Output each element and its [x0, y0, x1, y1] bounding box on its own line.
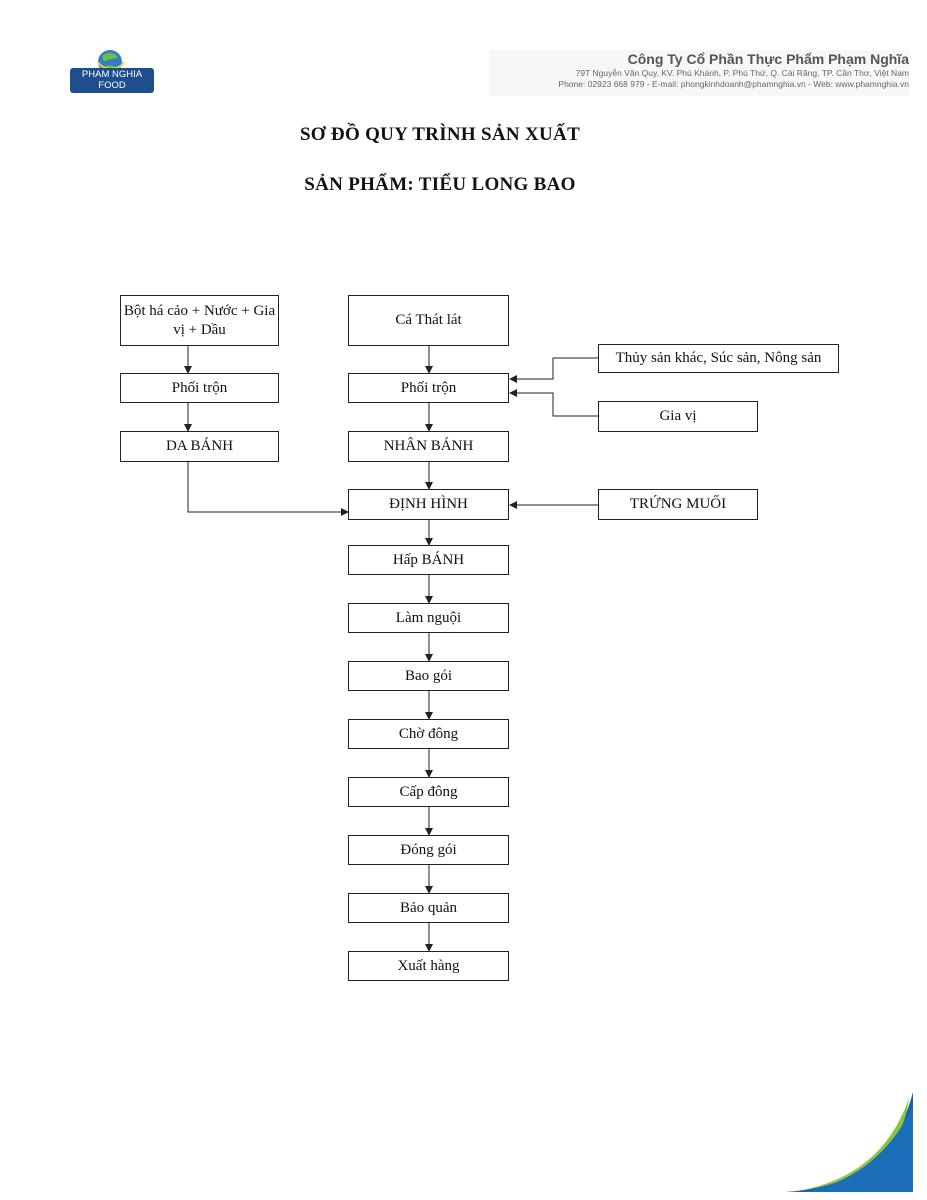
company-header: Công Ty Cổ Phần Thực Phẩm Phạm Nghĩa 79T…: [489, 50, 909, 96]
box-shaping: ĐỊNH HÌNH: [348, 489, 509, 520]
box-freezing: Cấp đông: [348, 777, 509, 807]
arrow-dough-to-shaping: [187, 462, 349, 516]
arrow-other-to-mixing: [509, 357, 598, 383]
box-dough: DA BÁNH: [120, 431, 279, 462]
page-subtitle: SẢN PHẨM: TIỂU LONG BAO: [304, 174, 576, 195]
box-packing: Bao gói: [348, 661, 509, 691]
arrow-spices-to-mixing: [509, 389, 598, 417]
company-name: Công Ty Cổ Phần Thực Phẩm Phạm Nghĩa: [627, 51, 909, 67]
box-waiting: Chờ đông: [348, 719, 509, 749]
box-salted-egg: TRỨNG MUỐI: [598, 489, 758, 520]
logo-text: PHAM NGHIA FOOD: [70, 68, 154, 93]
box-spices: Gia vị: [598, 401, 758, 432]
box-storage: Bảo quản: [348, 893, 509, 923]
box-shipping: Xuất hàng: [348, 951, 509, 981]
box-main-mixing: Phối trộn: [348, 373, 509, 403]
page-title: SƠ ĐỒ QUY TRÌNH SẢN XUẤT: [299, 124, 581, 145]
box-fish: Cá Thát lát: [348, 295, 509, 346]
box-filling: NHÂN BÁNH: [348, 431, 509, 462]
box-steaming: Hấp BÁNH: [348, 545, 509, 575]
decorative-swoosh-icon: [785, 1092, 913, 1192]
box-cooling: Làm nguội: [348, 603, 509, 633]
box-left-mixing: Phối trộn: [120, 373, 279, 403]
box-dough-ingredients: Bột há cảo + Nước + Gia vị + Dầu: [120, 295, 279, 346]
box-boxing: Đóng gói: [348, 835, 509, 865]
company-address: 79T Nguyễn Văn Quy, KV. Phú Khánh, P. Ph…: [575, 68, 909, 78]
box-other-products: Thủy sản khác, Súc sản, Nông sản: [598, 344, 839, 373]
company-contact: Phone: 02923 668 979 - E-mail: phongkinh…: [558, 79, 909, 89]
